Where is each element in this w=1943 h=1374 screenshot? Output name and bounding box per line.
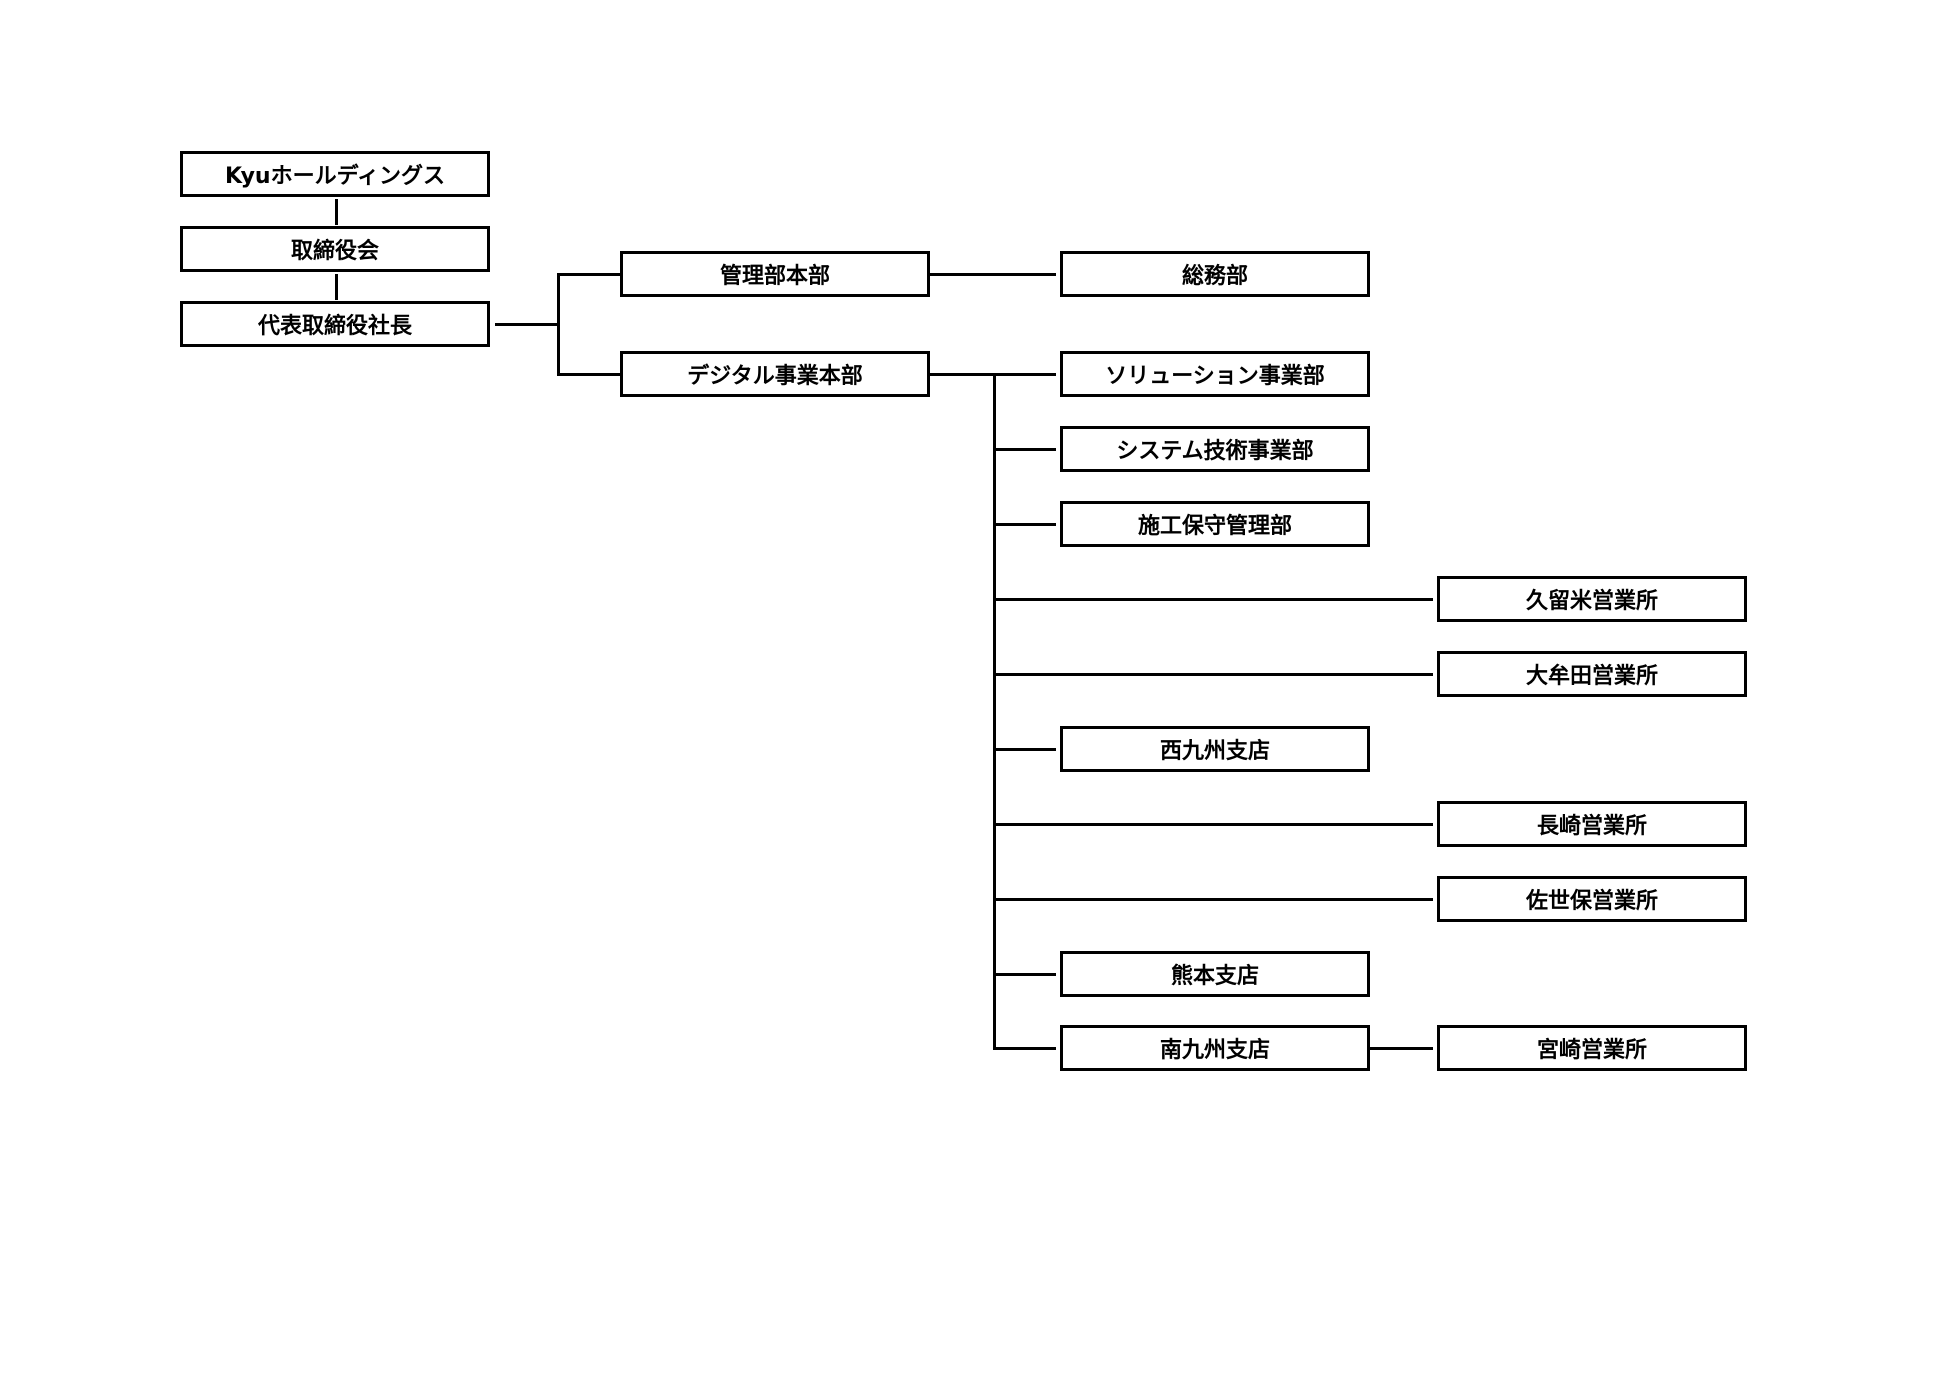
node-kumamoto-branch: 熊本支店 (1060, 951, 1370, 997)
connector-to-nagasaki (993, 823, 1433, 826)
node-nagasaki-office: 長崎営業所 (1437, 801, 1747, 847)
connector-to-kurume (993, 598, 1433, 601)
connector-to-west-kyushu (993, 748, 1056, 751)
node-president: 代表取締役社長 (180, 301, 490, 347)
connector-to-sasebo (993, 898, 1433, 901)
node-digital-hq: デジタル事業本部 (620, 351, 930, 397)
connector-to-system-tech (993, 448, 1056, 451)
connector-president-out (495, 323, 558, 326)
connector-digital-trunk (993, 373, 996, 1048)
connector-to-kumamoto (993, 973, 1056, 976)
node-system-tech-div: システム技術事業部 (1060, 426, 1370, 472)
node-west-kyushu-branch: 西九州支店 (1060, 726, 1370, 772)
node-admin-hq: 管理部本部 (620, 251, 930, 297)
node-solution-div: ソリューション事業部 (1060, 351, 1370, 397)
connector-to-omuta (993, 673, 1433, 676)
node-construction-maint: 施工保守管理部 (1060, 501, 1370, 547)
connector-president-vertical (557, 273, 560, 376)
connector-to-construction (993, 523, 1056, 526)
node-general-affairs: 総務部 (1060, 251, 1370, 297)
node-omuta-office: 大牟田営業所 (1437, 651, 1747, 697)
node-holdings: Kyuホールディングス (180, 151, 490, 197)
connector-board-president (335, 274, 338, 300)
node-sasebo-office: 佐世保営業所 (1437, 876, 1747, 922)
connector-south-kyushu-miyazaki (1370, 1047, 1433, 1050)
connector-to-admin-hq (557, 273, 620, 276)
connector-to-south-kyushu (993, 1047, 1056, 1050)
node-miyazaki-office: 宮崎営業所 (1437, 1025, 1747, 1071)
connector-holdings-board (335, 199, 338, 225)
connector-to-digital-hq (557, 373, 620, 376)
node-south-kyushu-branch: 南九州支店 (1060, 1025, 1370, 1071)
connector-admin-general-affairs (930, 273, 1056, 276)
node-kurume-office: 久留米営業所 (1437, 576, 1747, 622)
node-board: 取締役会 (180, 226, 490, 272)
